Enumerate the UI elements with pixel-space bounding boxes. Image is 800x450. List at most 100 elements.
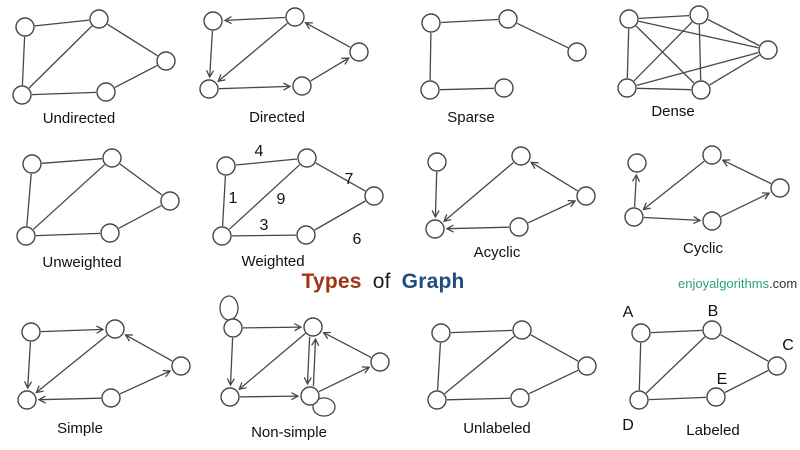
node-letter: C xyxy=(782,337,794,354)
graph-node xyxy=(171,356,191,376)
graph-edge xyxy=(228,164,301,230)
graph-node xyxy=(767,356,787,376)
graph-edge xyxy=(643,216,702,225)
graph-node xyxy=(297,148,317,168)
graph-node xyxy=(702,211,722,231)
graph-node xyxy=(498,9,518,29)
graph-edge xyxy=(23,341,33,390)
graph-edge xyxy=(709,54,760,86)
graph-edge xyxy=(114,65,158,88)
graph-node xyxy=(706,387,726,407)
graph-edge xyxy=(516,22,569,49)
graph-node xyxy=(509,217,529,237)
node-letter: E xyxy=(717,371,728,388)
graph-edge xyxy=(530,334,579,362)
node-letter: D xyxy=(622,417,634,434)
graph-edge xyxy=(638,14,690,20)
graph-edge xyxy=(217,22,288,83)
graph-edge xyxy=(638,342,642,391)
graph-node xyxy=(702,145,722,165)
graph-edge xyxy=(631,173,641,208)
graph-node xyxy=(427,152,447,172)
graph-edge xyxy=(638,20,759,49)
graph-edge xyxy=(311,337,320,387)
graph-edge xyxy=(527,199,577,224)
graph-edge xyxy=(440,18,499,24)
graph-node xyxy=(17,390,37,410)
graph-node xyxy=(223,318,243,338)
graph-edge xyxy=(635,25,695,84)
edge-weight: 3 xyxy=(260,217,269,234)
graph-edge xyxy=(439,87,495,91)
graph-node xyxy=(512,320,532,340)
graph-node xyxy=(101,388,121,408)
graph-edge xyxy=(724,369,769,394)
graph-edge xyxy=(124,334,173,362)
graph-node xyxy=(627,153,647,173)
graph-node xyxy=(494,78,514,98)
graph-edge xyxy=(720,192,771,218)
graph-edge xyxy=(26,173,32,227)
graph-edge xyxy=(315,162,366,192)
graph-node xyxy=(511,146,531,166)
graph-node xyxy=(105,319,125,339)
graph-node xyxy=(285,7,305,27)
title-word-graph: Graph xyxy=(401,270,465,293)
graph-edge xyxy=(314,200,366,231)
graph-edge xyxy=(32,164,106,230)
graph-node xyxy=(199,79,219,99)
graph-node xyxy=(770,178,790,198)
edge-weight: 9 xyxy=(277,191,286,208)
node-letter: A xyxy=(623,304,634,321)
graph-simple xyxy=(17,319,191,410)
graph-edge xyxy=(443,162,514,223)
graph-edge xyxy=(205,30,215,79)
graph-node xyxy=(631,323,651,343)
self-loop-edge xyxy=(219,295,239,321)
graph-edge xyxy=(35,232,101,237)
graph-edge xyxy=(721,159,772,185)
graph-edge xyxy=(429,32,432,81)
graph-node xyxy=(96,82,116,102)
graph-edge xyxy=(221,175,227,227)
graph-edge xyxy=(239,392,300,401)
graph-edge xyxy=(436,342,442,391)
graph-edge xyxy=(446,397,511,401)
graph-node xyxy=(89,9,109,29)
self-loop-edge xyxy=(312,397,336,417)
graph-edge xyxy=(707,18,760,47)
graph-edge xyxy=(41,158,103,164)
graph-edge xyxy=(530,161,578,192)
graph-node xyxy=(212,226,232,246)
graph-acyclic xyxy=(425,146,596,239)
graph-edge xyxy=(37,395,102,404)
graph-dense xyxy=(617,5,778,100)
graph-node xyxy=(421,13,441,33)
graph-edge xyxy=(650,329,703,334)
graph-edge xyxy=(31,91,97,96)
graph-edge xyxy=(310,57,350,82)
graph-node xyxy=(15,17,35,37)
graph-edge xyxy=(528,369,579,395)
graph-edge xyxy=(636,51,759,87)
graph-edge xyxy=(226,337,235,387)
node-letter: B xyxy=(708,303,719,320)
graph-edge xyxy=(28,25,93,89)
edge-weight: 4 xyxy=(255,143,264,160)
graph-node xyxy=(691,80,711,100)
graph-non-simple xyxy=(219,295,390,417)
graph-node xyxy=(349,42,369,62)
graph-edge xyxy=(40,325,105,334)
graph-edge xyxy=(444,335,515,395)
graph-node xyxy=(624,207,644,227)
graph-edge xyxy=(303,336,312,386)
graph-edge xyxy=(626,28,630,79)
graph-node xyxy=(577,356,597,376)
edge-weight: 7 xyxy=(345,171,354,188)
graph-edge xyxy=(34,19,90,27)
graph-node xyxy=(216,156,236,176)
graph-node xyxy=(160,191,180,211)
